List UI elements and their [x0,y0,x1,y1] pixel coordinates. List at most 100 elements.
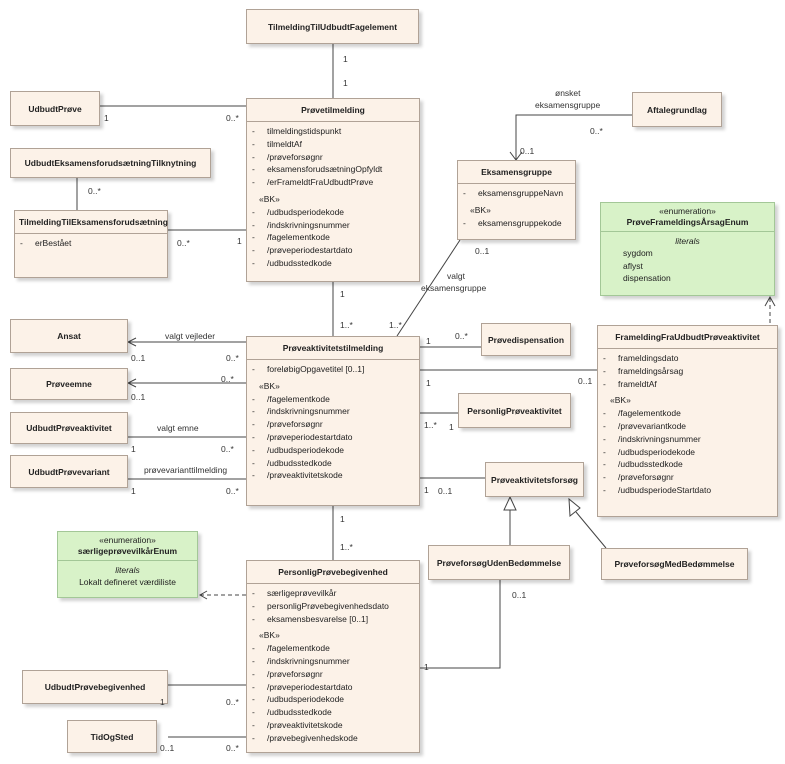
multiplicity-label: 1 [424,485,429,495]
class-framelding-fra-udbudt-proeveaktivitet[interactable]: FrameldingFraUdbudtPrøveaktivitet -frame… [597,325,778,517]
class-proevedispensation[interactable]: Prøvedispensation [481,323,571,356]
bk-stereotype: «BK» [470,204,491,215]
multiplicity-label: 0..* [226,743,239,753]
multiplicity-label: 1 [343,78,348,88]
class-udbudt-proevebegivenhed[interactable]: UdbudtPrøvebegivenhed [22,670,168,704]
multiplicity-label: 0..* [177,238,190,248]
multiplicity-label: 1..* [389,320,402,330]
multiplicity-label: 1..* [340,542,353,552]
attribute: -/udbudsstedkode [252,257,332,268]
multiplicity-label: 0..* [221,444,234,454]
multiplicity-label: 0..1 [520,146,535,156]
class-personlig-proeveaktivitet[interactable]: PersonligPrøveaktivitet [458,393,571,428]
class-ansat[interactable]: Ansat [10,319,128,353]
multiplicity-label: 1 [131,444,136,454]
multiplicity-label: 1 [237,236,242,246]
enum-stereotype: «enumeration» [659,206,716,216]
multiplicity-label: 0..* [455,331,468,341]
attribute: -personligPrøvebegivenhedsdato [252,600,389,611]
multiplicity-label: 1..* [340,320,353,330]
multiplicity-label: 0..1 [160,743,175,753]
role-label: valgt emne [157,423,199,433]
attribute: -/udbudsperiodeStartdato [603,484,712,495]
class-proeveaktivitetstilmelding[interactable]: Prøveaktivitetstilmelding -foreløbigOpga… [246,336,420,506]
attribute: -/indskrivningsnummer [252,406,350,417]
multiplicity-label: 0..* [226,113,239,123]
enum-name: PrøveFrameldingsÅrsagEnum [626,217,749,227]
multiplicity-label: 0..1 [512,590,527,600]
bk-stereotype: «BK» [259,630,280,641]
class-title: Prøvetilmelding [247,99,419,122]
class-label: TilmeldingTilUdbudtFagelement [267,21,398,32]
attribute: -erBestået [20,238,72,248]
multiplicity-label: 0..* [226,486,239,496]
attribute: -/fagelementkode [252,393,330,404]
enum-saerlige-proevevilkaar[interactable]: «enumeration» særligeprøvevilkårEnum lit… [57,531,198,598]
class-eksamensgruppe[interactable]: Eksamensgruppe -eksamensgruppeNavn «BK» … [457,160,576,240]
attribute: -eksamensgruppeNavn [463,188,564,198]
multiplicity-label: 1 [340,514,345,524]
class-proeveforsoeg-med-bedoemmelse[interactable]: PrøveforsøgMedBedømmelse [601,548,748,580]
enum-literal: dispensation [623,273,671,283]
multiplicity-label: 0..1 [131,392,146,402]
class-label: UdbudtPrøvevariant [28,466,110,477]
class-label: PrøveforsøgUdenBedømmelse [436,557,562,568]
class-udbudt-proeveaktivitet[interactable]: UdbudtPrøveaktivitet [10,412,128,444]
attribute: -/prøveaktivitetskode [252,470,343,481]
class-label: TidOgSted [90,731,134,742]
class-label: Ansat [57,331,81,341]
class-title: FrameldingFraUdbudtPrøveaktivitet [598,326,777,349]
attribute: -/prøveperiodestartdato [252,431,353,442]
attribute: -/prøveforsøgnr [252,151,323,162]
multiplicity-label: 1..* [424,420,437,430]
attribute: -/udbudsstedkode [603,459,683,470]
attribute: -/indskrivningsnummer [603,433,701,444]
class-title: TilmeldingTilEksamensforudsætning [15,211,168,234]
class-label: Aftalegrundlag [647,104,707,115]
class-tid-og-sted[interactable]: TidOgSted [67,720,157,753]
multiplicity-label: 1 [131,486,136,496]
attribute: -frameldtAf [603,378,657,389]
multiplicity-label: 1 [343,54,348,64]
class-label: UdbudtPrøve [28,103,82,114]
class-proevetilmelding[interactable]: Prøvetilmelding -tilmeldingstidspunkt -t… [246,98,420,282]
attribute: -/prøveforsøgnr [252,668,323,679]
class-title: PersonligPrøvebegivenhed [247,561,419,584]
class-proeveforsoeg-uden-bedoemmelse[interactable]: PrøveforsøgUdenBedømmelse [428,545,570,580]
class-udbudt-proevevariant[interactable]: UdbudtPrøvevariant [10,455,128,488]
class-personlig-proevebegivenhed[interactable]: PersonligPrøvebegivenhed -særligeprøvevi… [246,560,420,753]
class-udbudt-proeve[interactable]: UdbudtPrøve [10,91,100,126]
class-tilmelding-til-eksamensforudsaetning[interactable]: TilmeldingTilEksamensforudsætning -erBes… [14,210,168,278]
class-proeveemne[interactable]: Prøveemne [10,368,128,400]
multiplicity-label: 0..* [221,374,234,384]
multiplicity-label: 0..* [88,186,101,196]
class-udbudt-eksamensforudsaetning-tilknytning[interactable]: UdbudtEksamensforudsætningTilknytning [10,148,211,178]
literals-heading: literals [675,236,700,246]
attribute: -/prøveperiodestartdato [252,681,353,692]
class-label: UdbudtPrøveaktivitet [26,423,112,433]
enum-proeve-frameldings-aarsag[interactable]: «enumeration» PrøveFrameldingsÅrsagEnum … [600,202,775,296]
enum-stereotype: «enumeration» [99,535,156,545]
class-title: Prøveaktivitetstilmelding [247,337,419,360]
role-label: eksamensgruppe [535,100,601,110]
bk-stereotype: «BK» [259,193,280,204]
attribute: -/prøveforsøgnr [252,419,323,430]
enum-literal: Lokalt defineret værdiliste [79,577,176,587]
attribute: -eksamensgruppekode [463,217,562,228]
class-proeveaktivitetsforsoeg[interactable]: Prøveaktivitetsforsøg [485,462,584,497]
class-label: PrøveforsøgMedBedømmelse [614,559,735,569]
multiplicity-label: 0..1 [578,376,593,386]
attribute: -/udbudsperiodekode [252,444,345,455]
enum-name: særligeprøvevilkårEnum [77,546,178,556]
attribute: -/indskrivningsnummer [252,219,350,230]
bk-stereotype: «BK» [259,380,280,391]
attribute: -/udbudsperiodekode [603,446,696,457]
attribute: -/prøveperiodestartdato [252,245,353,256]
class-label: Prøveemne [46,379,92,389]
class-aftalegrundlag[interactable]: Aftalegrundlag [632,92,722,127]
multiplicity-label: 1 [426,336,431,346]
role-label: valgt vejleder [165,331,216,341]
attribute: -/erFrameldtFraUdbudtPrøve [252,177,374,188]
class-tilmelding-til-udbudt-fagelement[interactable]: TilmeldingTilUdbudtFagelement [246,9,419,44]
